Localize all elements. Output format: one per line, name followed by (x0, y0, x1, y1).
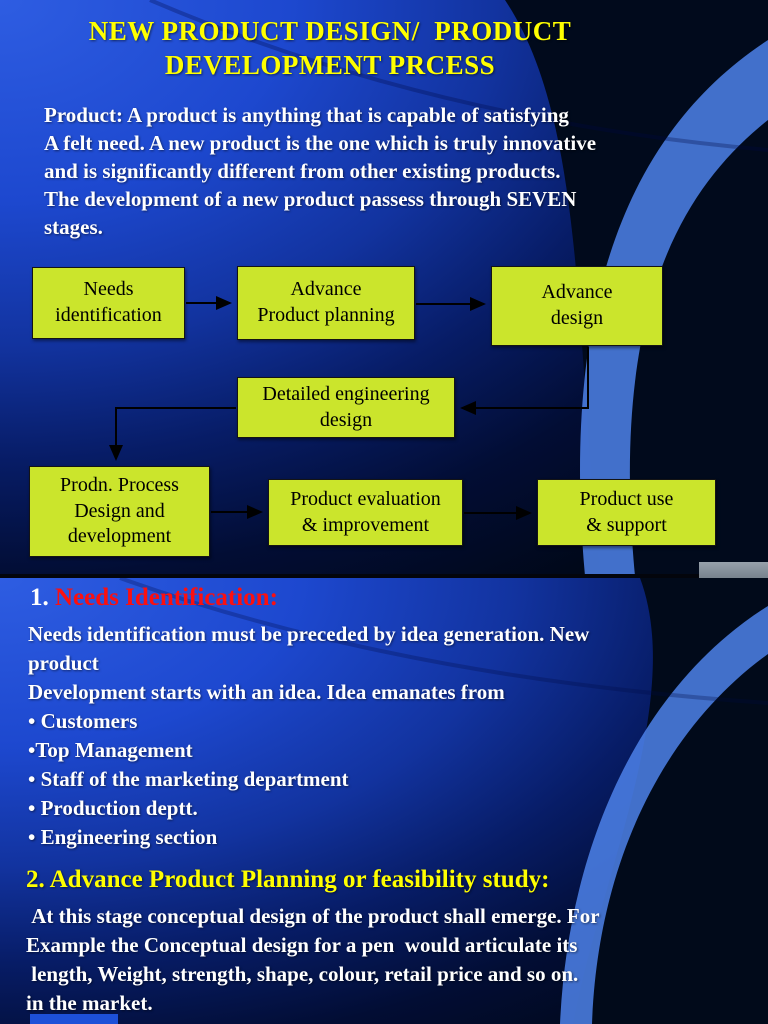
background-accent-strip (30, 1014, 118, 1024)
page-gap-strip (699, 562, 768, 582)
heading-needs-identification: 1. Needs Identification: (30, 584, 278, 612)
slide-1: NEW PRODUCT DESIGN/ PRODUCT DEVELOPMENT … (0, 0, 768, 576)
heading-text: Needs Identification: (48, 584, 278, 611)
advance-planning-paragraph: At this stage conceptual design of the p… (26, 904, 600, 1015)
flowchart-box-product-evaluation: Product evaluation & improvement (268, 479, 463, 546)
needs-identification-paragraph: Needs identification must be preceded by… (28, 622, 590, 849)
flowchart-box-advance-product-planning: Advance Product planning (237, 266, 415, 340)
slide-2: 1. Needs Identification: Needs identific… (0, 578, 768, 1024)
heading-number: 1. (30, 584, 49, 611)
arrow-detailed-to-prodn (109, 407, 236, 461)
page-divider (0, 574, 768, 579)
flowchart-box-product-use-support: Product use & support (537, 479, 716, 546)
flowchart-box-production-process-design: Prodn. Process Design and development (29, 466, 210, 557)
flowchart-box-detailed-engineering-design: Detailed engineering design (237, 377, 455, 438)
flowchart-box-advance-design: Advance design (491, 266, 663, 346)
arrow-design-to-detailed (460, 347, 589, 415)
intro-paragraph: Product: A product is anything that is c… (44, 103, 597, 239)
flowchart-box-needs-identification: Needs identification (32, 267, 185, 339)
heading-advance-product-planning: 2. Advance Product Planning or feasibili… (26, 866, 550, 893)
slide-title: NEW PRODUCT DESIGN/ PRODUCT DEVELOPMENT … (88, 16, 572, 80)
